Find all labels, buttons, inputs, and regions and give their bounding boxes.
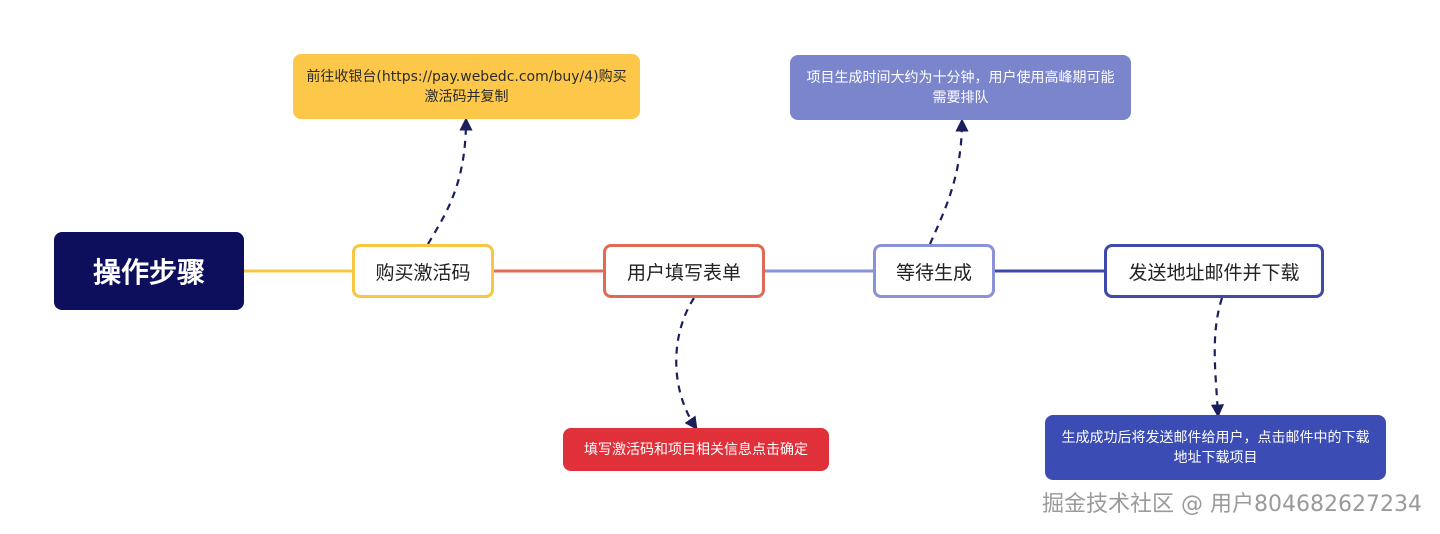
step-label: 购买激活码 <box>375 261 471 284</box>
step-node-fill-form: 用户填写表单 <box>603 244 765 298</box>
dashed-arrow-step3-note <box>928 118 969 245</box>
root-label: 操作步骤 <box>92 256 205 289</box>
dashed-arrow-step4-note <box>1210 297 1225 418</box>
step-node-wait: 等待生成 <box>873 244 995 298</box>
dashed-arrow-step2-note <box>675 297 698 431</box>
step-node-send-mail: 发送地址邮件并下载 <box>1104 244 1324 298</box>
note-text: 项目生成时间大约为十分钟，用户使用高峰期可能需要排队 <box>806 69 1115 106</box>
note-send-mail: 生成成功后将发送邮件给用户，点击邮件中的下载地址下载项目 <box>1045 415 1386 480</box>
dashed-arrow-step1-note <box>427 117 473 245</box>
step-label: 发送地址邮件并下载 <box>1128 261 1300 284</box>
note-text: 生成成功后将发送邮件给用户，点击邮件中的下载地址下载项目 <box>1061 429 1370 466</box>
step-node-buy-code: 购买激活码 <box>352 244 494 298</box>
note-wait: 项目生成时间大约为十分钟，用户使用高峰期可能需要排队 <box>790 55 1131 120</box>
note-fill-form: 填写激活码和项目相关信息点击确定 <box>563 428 829 471</box>
watermark: 掘金技术社区 @ 用户804682627234 <box>1042 492 1422 517</box>
step-label: 用户填写表单 <box>626 261 741 284</box>
note-buy-code: 前往收银台(https://pay.webedc.com/buy/4)购买激活码… <box>293 54 640 119</box>
note-text: 前往收银台(https://pay.webedc.com/buy/4)购买激活码… <box>306 68 627 105</box>
root-node: 操作步骤 <box>54 232 244 310</box>
step-label: 等待生成 <box>895 261 972 284</box>
note-text: 填写激活码和项目相关信息点击确定 <box>584 441 808 458</box>
